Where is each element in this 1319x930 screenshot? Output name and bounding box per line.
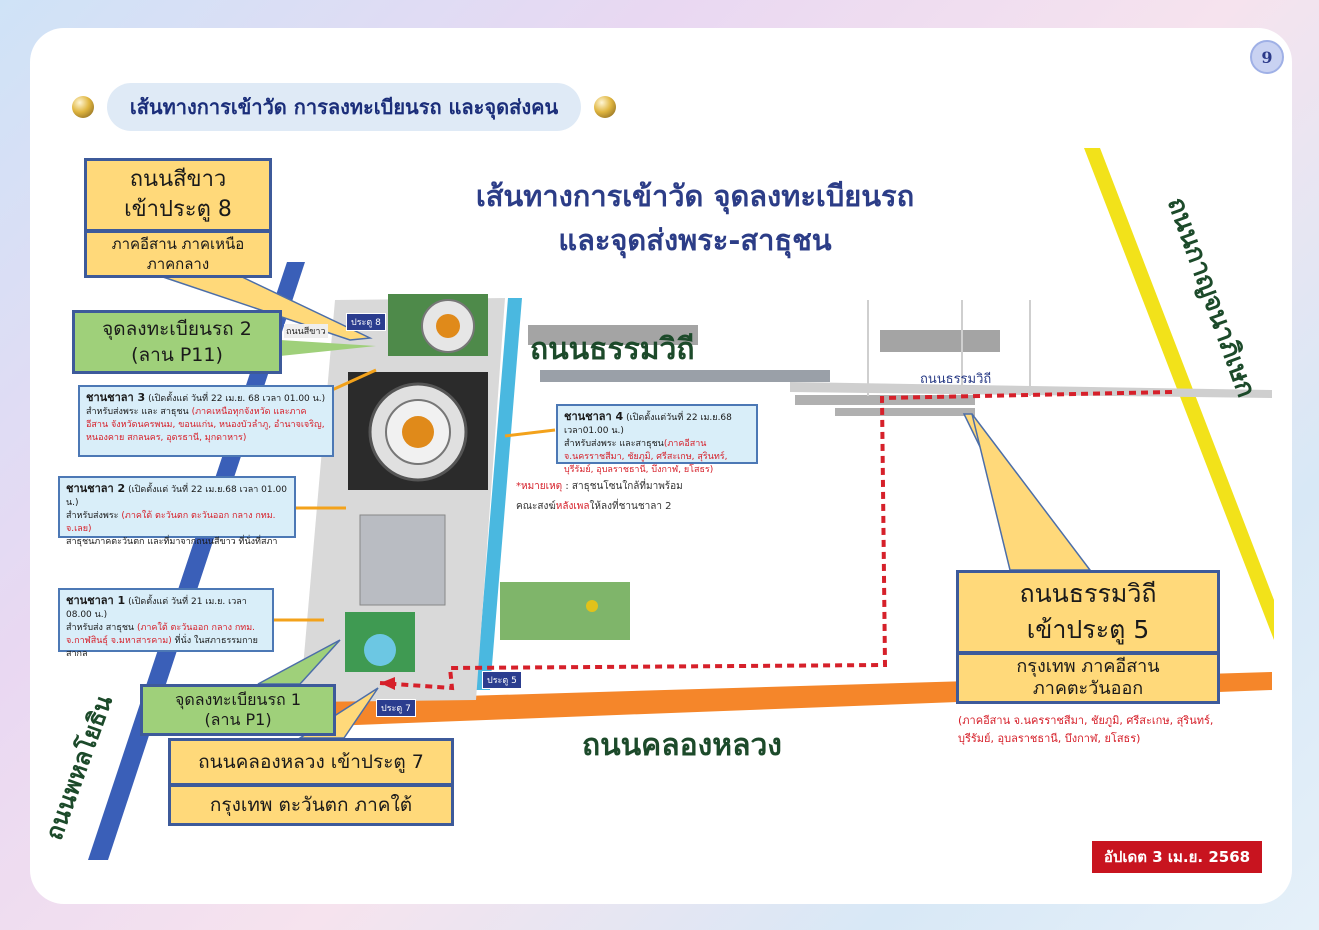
callout-gate5-line1: ถนนธรรมวิถี — [1019, 579, 1157, 608]
registration-2-line2: (ลาน P11) — [131, 344, 223, 366]
callout-gate5-line2: เข้าประตู 5 — [1026, 615, 1150, 644]
pavilion-3-text: ชานชาลา 3 (เปิดตั้งแต่ วันที่ 22 เม.ย. 6… — [86, 391, 326, 445]
update-badge: อัปเดต 3 เม.ย. 2568 — [1092, 841, 1262, 873]
road-label-thammawithi: ถนนธรรมวิถี — [530, 332, 695, 367]
green-park — [500, 582, 630, 640]
pavilion-4-title: ชานชาลา 4 — [564, 410, 624, 423]
pavilion-2-line2: สำหรับส่งพระ — [66, 511, 122, 521]
callout-gate8-sub1: ภาคอีสาน ภาคเหนือ — [111, 235, 245, 253]
page-title: เส้นทางการเข้าวัด การลงทะเบียนรถ และจุดส… — [107, 83, 581, 131]
map-title-line2: และจุดส่งพระ-สาธุชน — [558, 223, 832, 257]
registration-1-line1: จุดลงทะเบียนรถ 1 — [174, 690, 301, 709]
pavilion-1-title: ชานชาลา 1 — [66, 594, 126, 607]
road-label-khlong-luang: ถนนคลองหลวง — [582, 728, 782, 763]
callout-registration-1: จุดลงทะเบียนรถ 1 (ลาน P1) — [140, 684, 336, 736]
callout-gate8-regions: ภาคอีสาน ภาคเหนือ ภาคกลาง — [84, 230, 272, 278]
pavilion-1-regions: (ภาคใต้ ตะวันออก กลาง กทม. จ.กาฬสินธุ์ จ… — [66, 623, 256, 646]
note-text2-red: หลังเพล — [555, 501, 590, 512]
pavilion-3-regions: (ภาคเหนือทุกจังหวัด และภาคอีสาน จังหวัดน… — [86, 407, 325, 443]
note-text1: : สาธุชนโซนใกล้ที่มาพร้อม — [562, 481, 683, 492]
pavilion-4-info: ชานชาลา 4 (เปิดตั้งแต่วันที่ 22 เม.ย.68 … — [556, 404, 758, 475]
pavilion-4-open: (เปิดตั้งแต่วันที่ 22 เม.ย.68 เวลา01.00 … — [564, 413, 732, 436]
pavilion-4-line2: สำหรับส่งพระ และสาธุชน — [564, 439, 664, 449]
gate5-provinces-line2: บุรีรัมย์, อุบลราชธานี, บึงกาฬ, ยโสธร) — [958, 732, 1141, 745]
callout-gate5-regions: กรุงเทพ ภาคอีสาน ภาคตะวันออก — [956, 652, 1220, 704]
callout-gate8-line2: เข้าประตู 8 — [124, 197, 232, 222]
callout-gate8: ถนนสีขาว เข้าประตู 8 — [84, 158, 272, 232]
callout-gate8-line1: ถนนสีขาว — [129, 167, 227, 192]
note-text2a: คณะสงฆ์ — [516, 501, 556, 512]
gate-8-label: ประตู 8 — [346, 313, 386, 331]
canal — [476, 298, 522, 690]
road-label-thammawithi-small: ถนนธรรมวิถี — [920, 372, 992, 387]
callout-gate5-sub2: ภาคตะวันออก — [1032, 678, 1144, 699]
gold-orb-icon — [594, 96, 616, 118]
pavilion-1-info: ชานชาลา 1 (เปิดตั้งแต่ วันที่ 21 เม.ย. เ… — [58, 588, 274, 659]
callout-gate7-regions: กรุงเทพ ตะวันตก ภาคใต้ — [168, 784, 454, 826]
map-title: เส้นทางการเข้าวัด จุดลงทะเบียนรถ และจุดส… — [430, 174, 960, 262]
gate-5-label: ประตู 5 — [482, 671, 522, 689]
pavilion-3-line2: สำหรับส่งพระ และ สาธุชน — [86, 407, 192, 417]
pavilion-3-open: (เปิดตั้งแต่ วันที่ 22 เม.ย. 68 เวลา 01.… — [145, 394, 326, 404]
pavilion-1-text: ชานชาลา 1 (เปิดตั้งแต่ วันที่ 21 เม.ย. เ… — [66, 594, 266, 661]
pavilion-3-title: ชานชาลา 3 — [86, 391, 146, 404]
page-number: 9 — [1250, 40, 1284, 74]
pavilion-4-regions: (ภาคอีสาน จ.นครราชสีมา, ชัยภูมิ, ศรีสะเก… — [564, 439, 728, 475]
registration-1-line2: (ลาน P1) — [204, 710, 272, 729]
callout-gate7: ถนนคลองหลวง เข้าประตู 7 — [168, 738, 454, 786]
registration-2-line1: จุดลงทะเบียนรถ 2 — [102, 318, 252, 340]
pavilion-3-info: ชานชาลา 3 (เปิดตั้งแต่ วันที่ 22 เม.ย. 6… — [78, 385, 334, 457]
gold-orb-icon — [72, 96, 94, 118]
gate5-provinces-line1: (ภาคอีสาน จ.นครราชสีมา, ชัยภูมิ, ศรีสะเก… — [958, 714, 1214, 727]
pavilion-4-text: ชานชาลา 4 (เปิดตั้งแต่วันที่ 22 เม.ย.68 … — [564, 410, 750, 477]
pavilion-2-line3: สาธุชนภาคตะวันตก และที่มาจากถนนสีขาว ที่… — [66, 537, 278, 547]
callout-gate5-sub1: กรุงเทพ ภาคอีสาน — [1016, 656, 1160, 677]
thammawithi-road — [540, 370, 830, 382]
map-title-line1: เส้นทางการเข้าวัด จุดลงทะเบียนรถ — [475, 179, 915, 213]
callout-gate8-sub2: ภาคกลาง — [146, 255, 210, 273]
route-line — [379, 390, 1173, 691]
pavilion-2-regions: (ภาคใต้ ตะวันตก ตะวันออก กลาง กทม. จ.เลย… — [66, 511, 276, 534]
note-star: *หมายเหตุ — [516, 481, 563, 492]
pavilion-1-open: (เปิดตั้งแต่ วันที่ 21 เม.ย. เวลา 08.00 … — [66, 597, 247, 620]
pavilion-1-line3: ที่นั่ง ในสภาธรรมกายสากล — [66, 636, 258, 659]
callout-registration-2: จุดลงทะเบียนรถ 2 (ลาน P11) — [72, 310, 282, 374]
callout-gate5-provinces: (ภาคอีสาน จ.นครราชสีมา, ชัยภูมิ, ศรีสะเก… — [958, 712, 1213, 748]
road-label-si-khao: ถนนสีขาว — [284, 324, 328, 338]
callout-gate5: ถนนธรรมวิถี เข้าประตู 5 — [956, 570, 1220, 654]
pavilion-2-title: ชานชาลา 2 — [66, 482, 126, 495]
gate-7-label: ประตู 7 — [376, 699, 416, 717]
note-text2b: ให้ลงที่ชานชาลา 2 — [589, 501, 672, 512]
pavilion-2-open: (เปิดตั้งแต่ วันที่ 22 เม.ย.68 เวลา 01.0… — [66, 485, 287, 508]
pavilion-1-line2: สำหรับส่ง สาธุชน — [66, 623, 137, 633]
note: *หมายเหตุ : สาธุชนโซนใกล้ที่มาพร้อม คณะส… — [516, 477, 683, 517]
pavilion-2-text: ชานชาลา 2 (เปิดตั้งแต่ วันที่ 22 เม.ย.68… — [66, 482, 288, 549]
pavilion-2-info: ชานชาลา 2 (เปิดตั้งแต่ วันที่ 22 เม.ย.68… — [58, 476, 296, 547]
